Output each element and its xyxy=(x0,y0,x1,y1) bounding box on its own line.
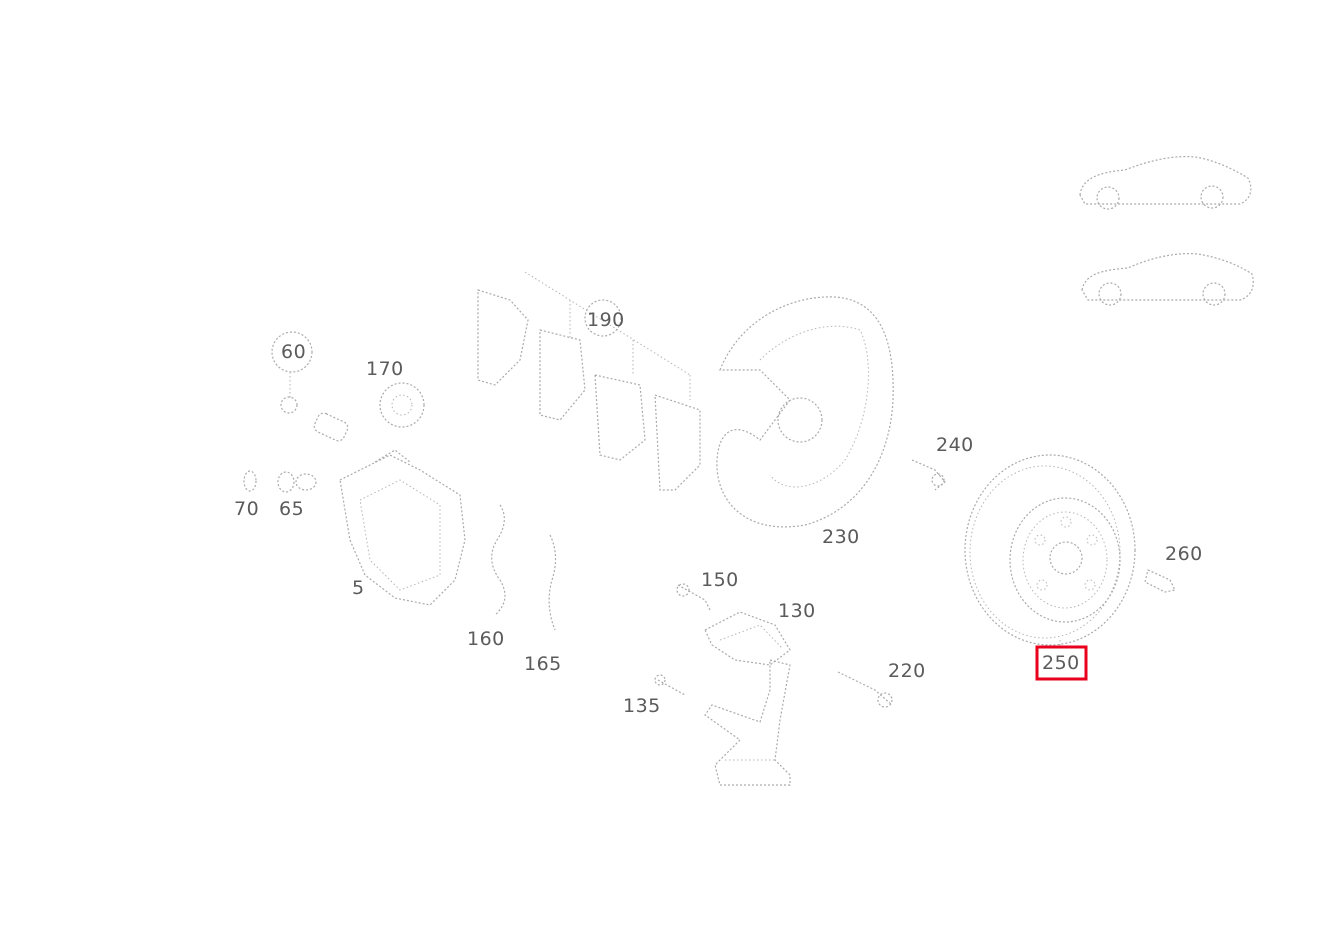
part-label-250[interactable]: 250 xyxy=(1042,652,1080,674)
part-160-spring-drawing xyxy=(491,504,506,616)
part-label-135[interactable]: 135 xyxy=(623,695,661,717)
part-250-brake-disc-drawing xyxy=(964,454,1136,652)
part-label-130[interactable]: 130 xyxy=(778,600,816,622)
part-70-65-drawing xyxy=(243,470,317,493)
part-170-drawing xyxy=(379,382,425,428)
part-150-bolt-drawing xyxy=(676,583,711,611)
part-5-caliper-drawing xyxy=(339,449,466,606)
part-220-bolt-drawing xyxy=(837,671,893,708)
part-label-65[interactable]: 65 xyxy=(279,498,305,520)
car-silhouette-sedan-icon xyxy=(1079,155,1252,210)
part-label-260[interactable]: 260 xyxy=(1165,543,1203,565)
part-260-screw-drawing xyxy=(1144,569,1176,593)
part-steering-knuckle-drawing xyxy=(704,659,791,786)
part-label-190[interactable]: 190 xyxy=(587,309,625,331)
selection-highlight xyxy=(1035,645,1088,681)
car-silhouette-coupe-icon xyxy=(1081,253,1254,306)
part-label-160[interactable]: 160 xyxy=(467,628,505,650)
part-165-spring-drawing xyxy=(548,534,557,631)
part-190-brake-pads-drawing xyxy=(477,271,701,491)
part-label-150[interactable]: 150 xyxy=(701,569,739,591)
part-label-230[interactable]: 230 xyxy=(822,526,860,548)
part-label-170[interactable]: 170 xyxy=(366,358,404,380)
part-label-220[interactable]: 220 xyxy=(888,660,926,682)
part-230-dust-shield-drawing xyxy=(716,296,894,528)
part-label-165[interactable]: 165 xyxy=(524,653,562,675)
part-label-5[interactable]: 5 xyxy=(352,577,365,599)
part-label-60[interactable]: 60 xyxy=(281,341,307,363)
part-label-70[interactable]: 70 xyxy=(234,498,260,520)
part-135-bolt-drawing xyxy=(654,674,686,696)
part-60-drawing xyxy=(271,331,349,442)
part-label-240[interactable]: 240 xyxy=(936,434,974,456)
part-130-bracket-drawing xyxy=(704,611,791,666)
part-240-bolt-drawing xyxy=(911,459,946,491)
